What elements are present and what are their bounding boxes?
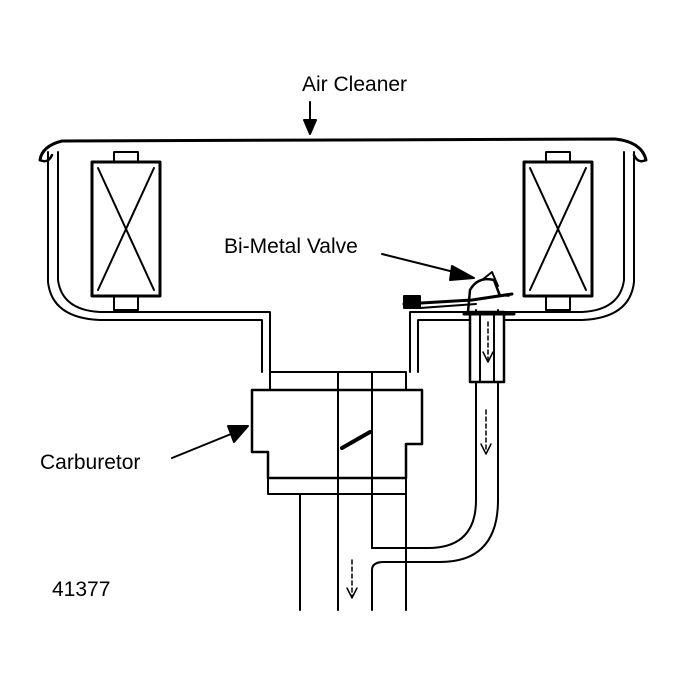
figure-number: 41377 (52, 578, 111, 601)
carburetor-label: Carburetor (40, 451, 141, 474)
left-filter-element (92, 152, 160, 310)
leader-arrows (172, 102, 474, 458)
bi-metal-valve (404, 272, 514, 382)
air-cleaner-arrow (304, 102, 316, 134)
right-filter-element (524, 152, 592, 310)
bi-metal-valve-label: Bi-Metal Valve (224, 235, 358, 258)
carburetor-arrow (172, 426, 248, 458)
bi-metal-valve-arrow (382, 254, 474, 280)
air-cleaner-housing (40, 139, 646, 372)
carburetor-body (252, 372, 440, 610)
vacuum-hose (372, 310, 498, 562)
air-cleaner-label: Air Cleaner (302, 73, 408, 96)
